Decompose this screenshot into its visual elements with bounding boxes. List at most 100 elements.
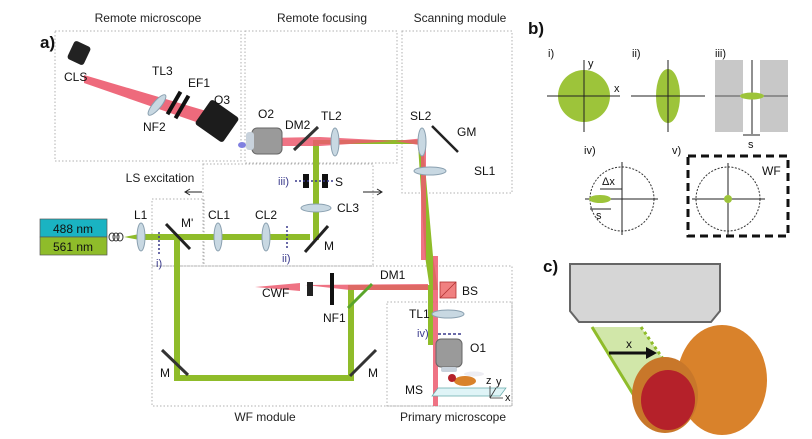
label-tl1: TL1: [409, 307, 430, 321]
label-m-right: M: [368, 366, 378, 380]
label-ef1: EF1: [188, 76, 210, 90]
objective-o3: [195, 100, 246, 148]
label-l1: L1: [134, 208, 148, 222]
profile-i-x-label: x: [614, 83, 620, 95]
section-title-wf-module: WF module: [234, 410, 296, 424]
label-nf1: NF1: [323, 311, 346, 325]
panel-label-c: c): [543, 257, 558, 276]
label-ms: MS: [405, 383, 423, 397]
label-cl3: CL3: [337, 201, 359, 215]
profile-iv-dx-label: Δx: [602, 176, 615, 188]
label-sl1: SL1: [474, 164, 496, 178]
lens-sl1: [413, 166, 447, 176]
laser-488-label: 488 nm: [53, 222, 93, 236]
dichroic-dm1: [346, 282, 374, 310]
profile-ii-label: ii): [632, 48, 641, 60]
profile-iv-s-label: s: [596, 210, 602, 222]
label-tl3: TL3: [152, 64, 173, 78]
lens-tl1: [431, 309, 465, 319]
profile-iv-label: iv): [584, 145, 596, 157]
laser-561: [39, 236, 108, 256]
filter-ef1: [173, 94, 191, 120]
scanning-module-box: [401, 30, 513, 194]
label-cl1: CL1: [208, 208, 230, 222]
objective-o2: [246, 127, 283, 155]
objective-o1: [435, 338, 463, 372]
lens-tl2: [330, 127, 340, 157]
fly-thorax: [677, 325, 767, 435]
label-sl2: SL2: [410, 109, 432, 123]
scan-x-label: x: [626, 337, 632, 351]
plane-iii-label: iii): [278, 176, 289, 188]
mirror-m-right: [348, 348, 378, 378]
label-tl2: TL2: [321, 109, 342, 123]
label-o3: O3: [214, 93, 230, 107]
beam-profile-iii: iii) s: [715, 48, 788, 151]
primary-microscope-box: [386, 301, 513, 407]
filter-nf2: [165, 90, 183, 116]
lens-tl3: [147, 94, 167, 116]
microscope-slide-ms: [431, 387, 507, 397]
wf-module-box: [151, 265, 513, 407]
label-s: S: [335, 175, 343, 189]
label-m-cl: M: [324, 239, 334, 253]
lens-cl1: [213, 222, 223, 252]
beam-profile-v: v) WF: [672, 145, 790, 238]
beam-profile-ii: ii): [631, 48, 705, 132]
filter-nf1: [330, 273, 334, 305]
lens-sl2: [417, 127, 427, 157]
arrow-left-icon: [184, 188, 202, 196]
ls-excitation-box: [202, 163, 374, 267]
label-nf2: NF2: [143, 120, 166, 134]
label-gm: GM: [457, 125, 476, 139]
lens-cl3: [300, 203, 332, 213]
lens-l1: [136, 222, 146, 252]
label-cl2: CL2: [255, 208, 277, 222]
mirror-m-left: [160, 348, 190, 377]
label-cls: CLS: [64, 70, 87, 84]
plane-i-label: i): [156, 258, 162, 270]
profile-i-y-label: y: [588, 58, 594, 70]
remote-microscope-box: [54, 30, 242, 162]
profile-i-label: i): [548, 48, 554, 60]
section-title-remote-microscope: Remote microscope: [95, 11, 202, 25]
profile-v-wf-label: WF: [762, 164, 781, 178]
objective-tip: [569, 263, 721, 323]
axis-x-label: x: [505, 392, 511, 404]
axis-z-label: z: [486, 375, 492, 387]
mirror-m-cl: [303, 225, 330, 253]
section-title-remote-focusing: Remote focusing: [277, 11, 367, 25]
lens-cl2: [261, 222, 271, 252]
label-dm1: DM1: [380, 268, 406, 282]
section-title-scanning-module: Scanning module: [414, 11, 507, 25]
beam-profile-i: i) y x: [547, 48, 620, 132]
panel-label-a: a): [40, 33, 55, 52]
label-cwf: CWF: [262, 286, 289, 300]
plane-iv-label: iv): [417, 328, 429, 340]
axis-y-label: y: [496, 376, 502, 388]
label-bs: BS: [462, 284, 478, 298]
fly-icon: [448, 371, 484, 386]
section-title-ls-excitation: LS excitation: [126, 171, 195, 185]
camera-cwf: [307, 282, 313, 296]
axes-triad: [489, 386, 503, 399]
label-m-prime: M': [181, 216, 193, 230]
beam-profile-iv: iv) Δx s: [584, 145, 658, 235]
label-o2: O2: [258, 107, 274, 121]
mirror-m-prime: [164, 222, 192, 251]
profile-iii-label: iii): [715, 48, 726, 60]
objective-lightsheet-illustration: x: [569, 263, 767, 435]
plane-ii-label: ii): [282, 253, 291, 265]
galvo-mirror-gm: [431, 125, 459, 153]
laser-561-label: 561 nm: [53, 240, 93, 254]
dichroic-dm2: [292, 125, 320, 152]
arrow-right-icon: [363, 188, 383, 196]
remote-focusing-box: [244, 30, 398, 164]
label-m-left: M: [160, 366, 170, 380]
fly-eye: [641, 370, 695, 430]
label-dm2: DM2: [285, 118, 311, 132]
profile-v-label: v): [672, 145, 681, 157]
label-o1: O1: [470, 341, 486, 355]
scan-arrow-icon: [646, 347, 657, 359]
